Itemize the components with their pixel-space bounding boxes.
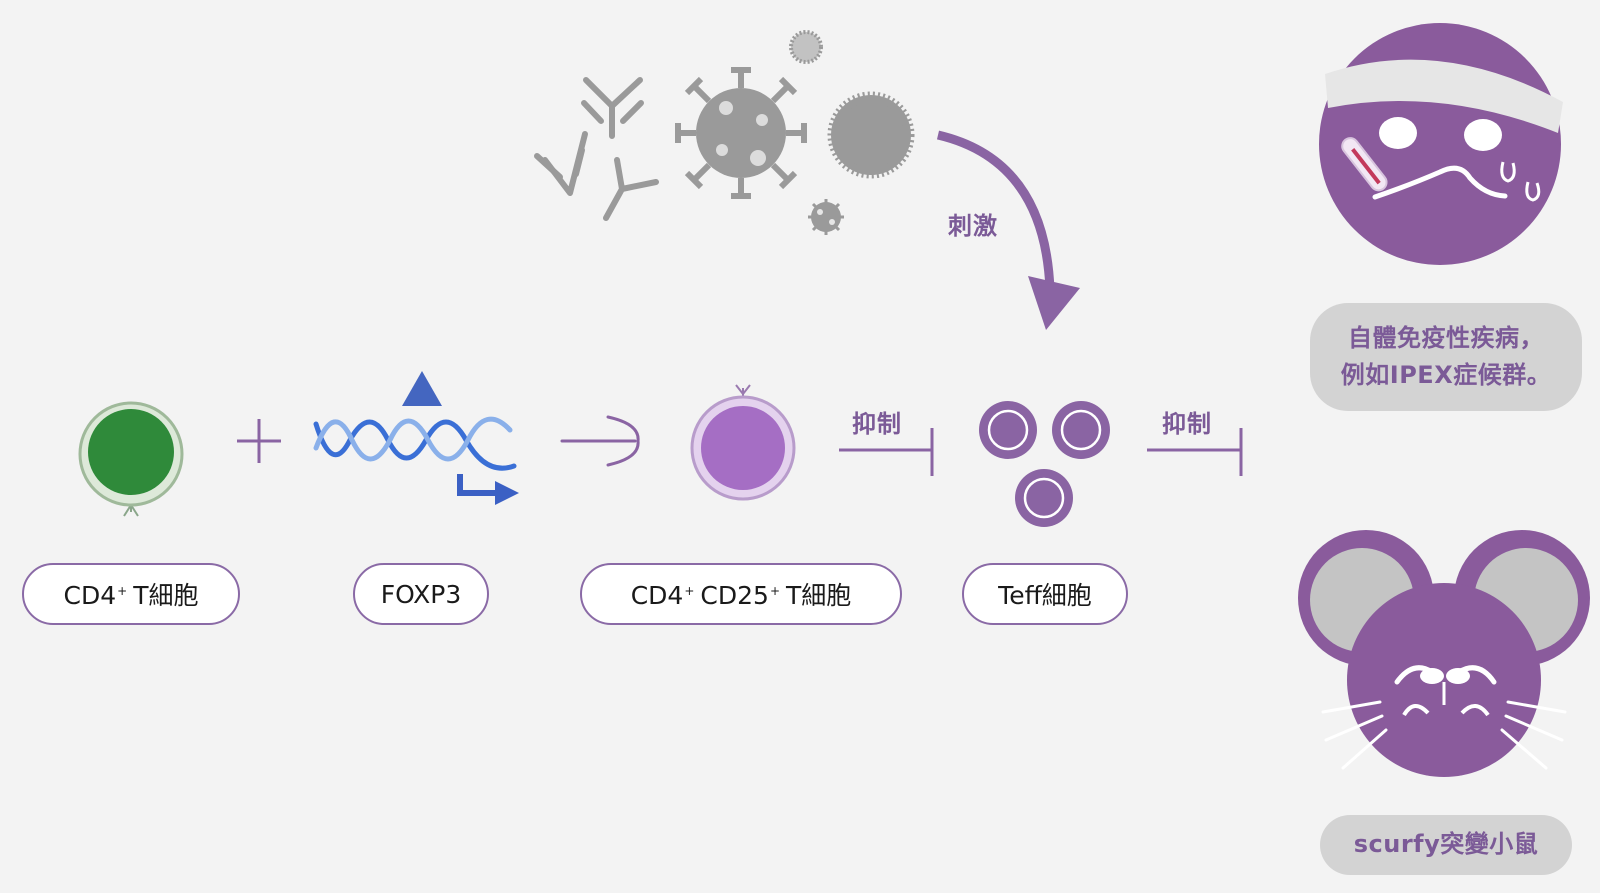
treg-sup2: +: [769, 584, 780, 598]
mouse-text: scurfy突變小鼠: [1353, 830, 1539, 859]
suppress-label-1: 抑制: [852, 410, 902, 438]
stimulate-arrow: [936, 130, 1080, 330]
suppress-label-2: 抑制: [1162, 410, 1212, 438]
mouse-label: scurfy突變小鼠: [1320, 815, 1572, 875]
disease-line1: 自體免疫性疾病，: [1347, 323, 1544, 352]
disease-line2: 例如IPEX症候群。: [1340, 361, 1552, 389]
treg-sup1: +: [684, 584, 695, 598]
yields-arrow: [560, 415, 640, 467]
treg-cell-icon: [690, 384, 796, 501]
teff-cells-icon: [979, 401, 1110, 527]
cd4-suffix: T細胞: [133, 581, 199, 610]
mouse-face-icon: [1298, 530, 1590, 777]
stimulate-label: 刺激: [948, 212, 998, 240]
suppress-arrow-2: [1147, 428, 1243, 476]
bacterium-icon: [789, 30, 915, 179]
disease-label: 自體免疫性疾病， 例如IPEX症候群。: [1310, 303, 1582, 411]
suppress-arrow-1: [839, 428, 934, 476]
sick-face-icon: [1319, 23, 1563, 265]
plus-icon: [237, 419, 281, 463]
teff-cell-label: Teff細胞: [962, 563, 1128, 625]
treg-name1: CD4: [630, 581, 684, 610]
cd4-t-cell-label: CD4+ T細胞: [22, 563, 240, 625]
foxp3-label: FOXP3: [353, 563, 489, 625]
treg-suffix: T細胞: [786, 581, 852, 610]
treg-name2: CD25: [700, 581, 769, 610]
cd4-name: CD4: [63, 581, 117, 610]
t-cell-icon: [78, 401, 184, 517]
small-virus-icon: [808, 199, 844, 235]
teff-name: Teff細胞: [998, 581, 1092, 610]
cd4-sup: +: [117, 584, 128, 598]
treg-cell-label: CD4+CD25+T細胞: [580, 563, 902, 625]
dna-icon: [313, 371, 519, 505]
foxp3-name: FOXP3: [380, 579, 462, 609]
antibody-icon: [534, 77, 659, 221]
virus-icon: [675, 67, 807, 199]
